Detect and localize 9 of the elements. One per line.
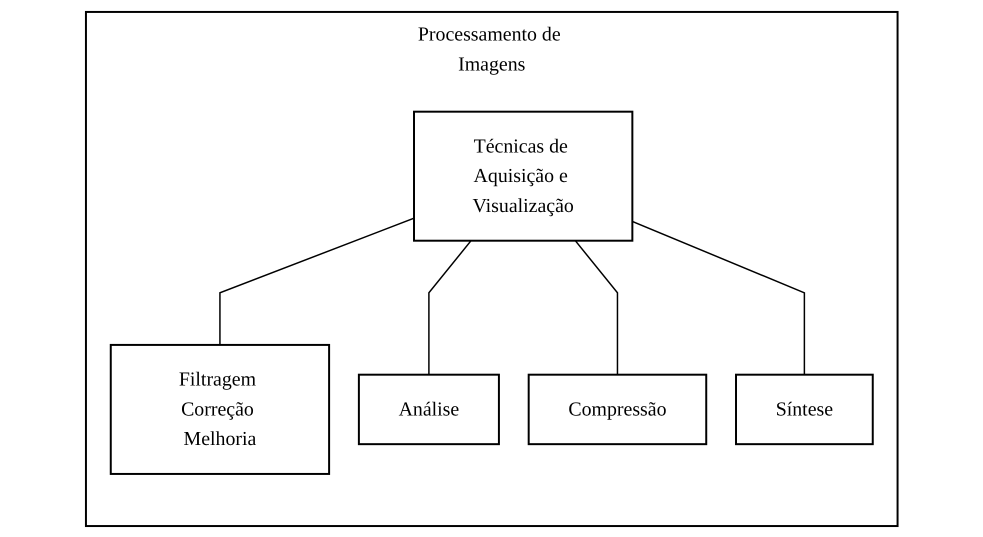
node-box: Síntese <box>734 373 874 445</box>
connector <box>218 216 414 344</box>
connector <box>574 240 618 374</box>
node-box: Técnicas de Aquisição e Visualização <box>412 110 634 242</box>
node-box: Análise <box>358 373 500 445</box>
connector <box>632 220 805 374</box>
node-box: Compressão <box>527 373 707 445</box>
node-box: Filtragem Correção Melhoria <box>110 343 330 474</box>
connector <box>428 240 472 374</box>
